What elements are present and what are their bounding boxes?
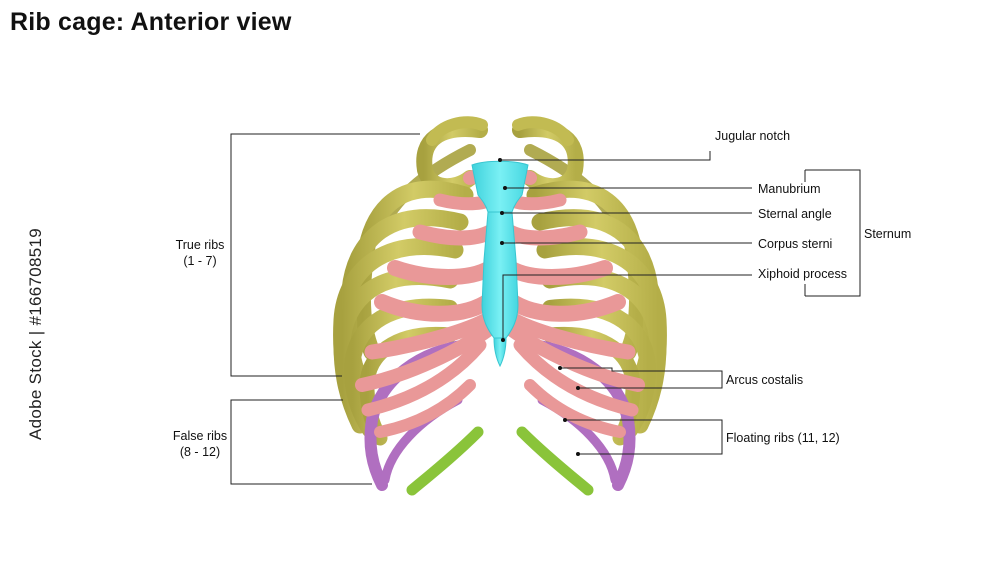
label-corpus-sterni: Corpus sterni <box>758 237 833 251</box>
label-sternal-angle: Sternal angle <box>758 207 832 221</box>
label-manubrium: Manubrium <box>758 182 821 196</box>
label-jugular-notch: Jugular notch <box>715 129 791 143</box>
label-false-ribs-title: False ribs <box>172 429 228 443</box>
label-true-ribs-range: (1 - 7) <box>183 254 217 268</box>
watermark-side-text: Adobe Stock | #166708519 <box>26 227 45 440</box>
label-xiphoid-process: Xiphoid process <box>758 267 847 281</box>
label-true-ribs: True ribs (1 - 7) <box>165 237 235 269</box>
leader-lines <box>230 133 861 485</box>
label-arcus-costalis: Arcus costalis <box>726 373 804 387</box>
label-true-ribs-title: True ribs <box>175 238 225 252</box>
label-false-ribs-range: (8 - 12) <box>179 445 221 459</box>
leader-dots <box>498 158 580 456</box>
label-false-ribs: False ribs (8 - 12) <box>165 428 235 460</box>
floating-ribs <box>406 426 594 496</box>
first-ribs <box>426 116 574 146</box>
page-title: Rib cage: Anterior view <box>10 8 292 36</box>
label-floating-ribs: Floating ribs (11, 12) <box>726 431 840 445</box>
label-sternum: Sternum <box>864 227 912 241</box>
